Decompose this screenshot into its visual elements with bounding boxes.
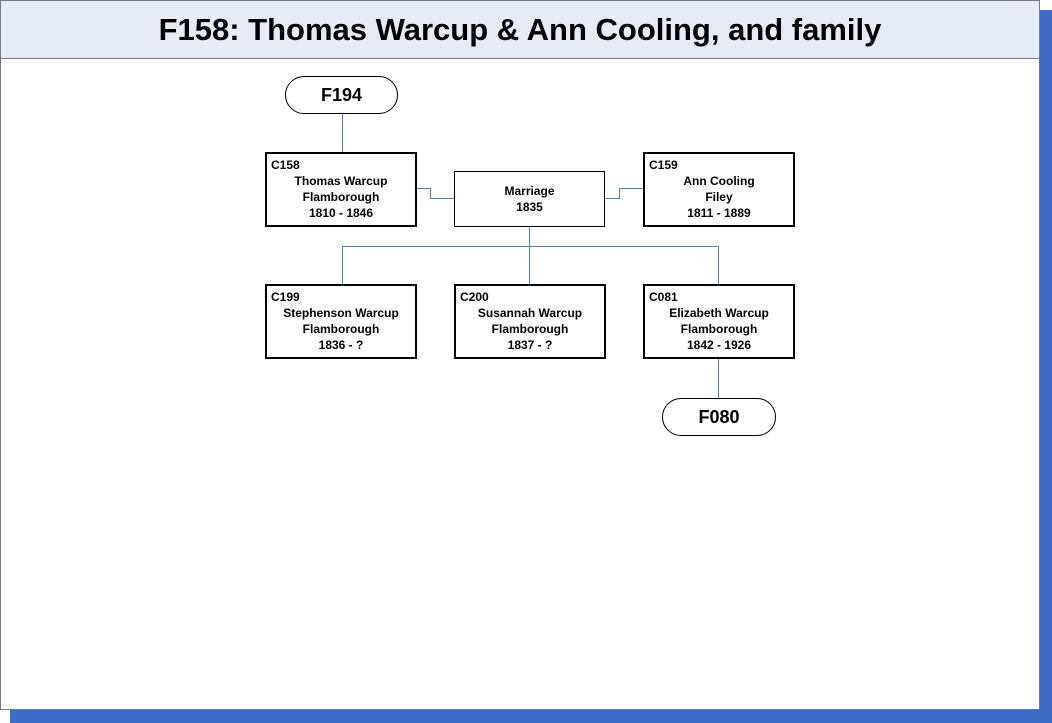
- marriage-box[interactable]: Marriage 1835: [454, 171, 605, 227]
- person-code: C081: [649, 290, 678, 304]
- marriage-label: Marriage: [504, 184, 555, 198]
- person-code: C200: [460, 290, 489, 304]
- person-code: C158: [271, 158, 300, 172]
- person-dates: 1811 - 1889: [687, 206, 751, 220]
- person-dates: 1810 - 1846: [308, 206, 374, 220]
- person-name: Ann Cooling: [683, 174, 755, 188]
- marriage-year: 1835: [516, 200, 543, 214]
- family-link-f194[interactable]: F194: [285, 76, 398, 114]
- person-name: Susannah Warcup: [477, 306, 583, 320]
- title-bar: F158: Thomas Warcup & Ann Cooling, and f…: [1, 1, 1039, 59]
- person-box-child[interactable]: C081 Elizabeth Warcup Flamborough 1842 -…: [643, 284, 795, 359]
- family-link-label: F194: [320, 84, 363, 105]
- person-name: Thomas Warcup: [294, 174, 388, 188]
- person-dates: 1836 - ?: [318, 338, 364, 352]
- connector-husband-to-marriage: [417, 188, 454, 199]
- person-place: Flamborough: [302, 322, 380, 336]
- person-code: C159: [649, 158, 678, 172]
- person-place: Flamborough: [680, 322, 758, 336]
- family-link-label: F080: [698, 406, 740, 427]
- person-place: Filey: [705, 190, 733, 204]
- person-place: Flamborough: [491, 322, 569, 336]
- person-dates: 1837 - ?: [507, 338, 553, 352]
- person-box-child[interactable]: C200 Susannah Warcup Flamborough 1837 - …: [454, 284, 606, 359]
- person-name: Stephenson Warcup: [283, 306, 399, 320]
- family-link-f080[interactable]: F080: [662, 398, 776, 436]
- person-box-wife[interactable]: C159 Ann Cooling Filey 1811 - 1889: [643, 152, 795, 227]
- person-box-child[interactable]: C199 Stephenson Warcup Flamborough 1836 …: [265, 284, 417, 359]
- person-place: Flamborough: [302, 190, 380, 204]
- person-name: Elizabeth Warcup: [669, 306, 769, 320]
- connector-wife-to-marriage: [605, 188, 643, 199]
- person-code: C199: [271, 290, 300, 304]
- person-dates: 1842 - 1926: [686, 338, 752, 352]
- page-title: F158: Thomas Warcup & Ann Cooling, and f…: [158, 11, 882, 47]
- person-box-husband[interactable]: C158 Thomas Warcup Flamborough 1810 - 18…: [265, 152, 417, 227]
